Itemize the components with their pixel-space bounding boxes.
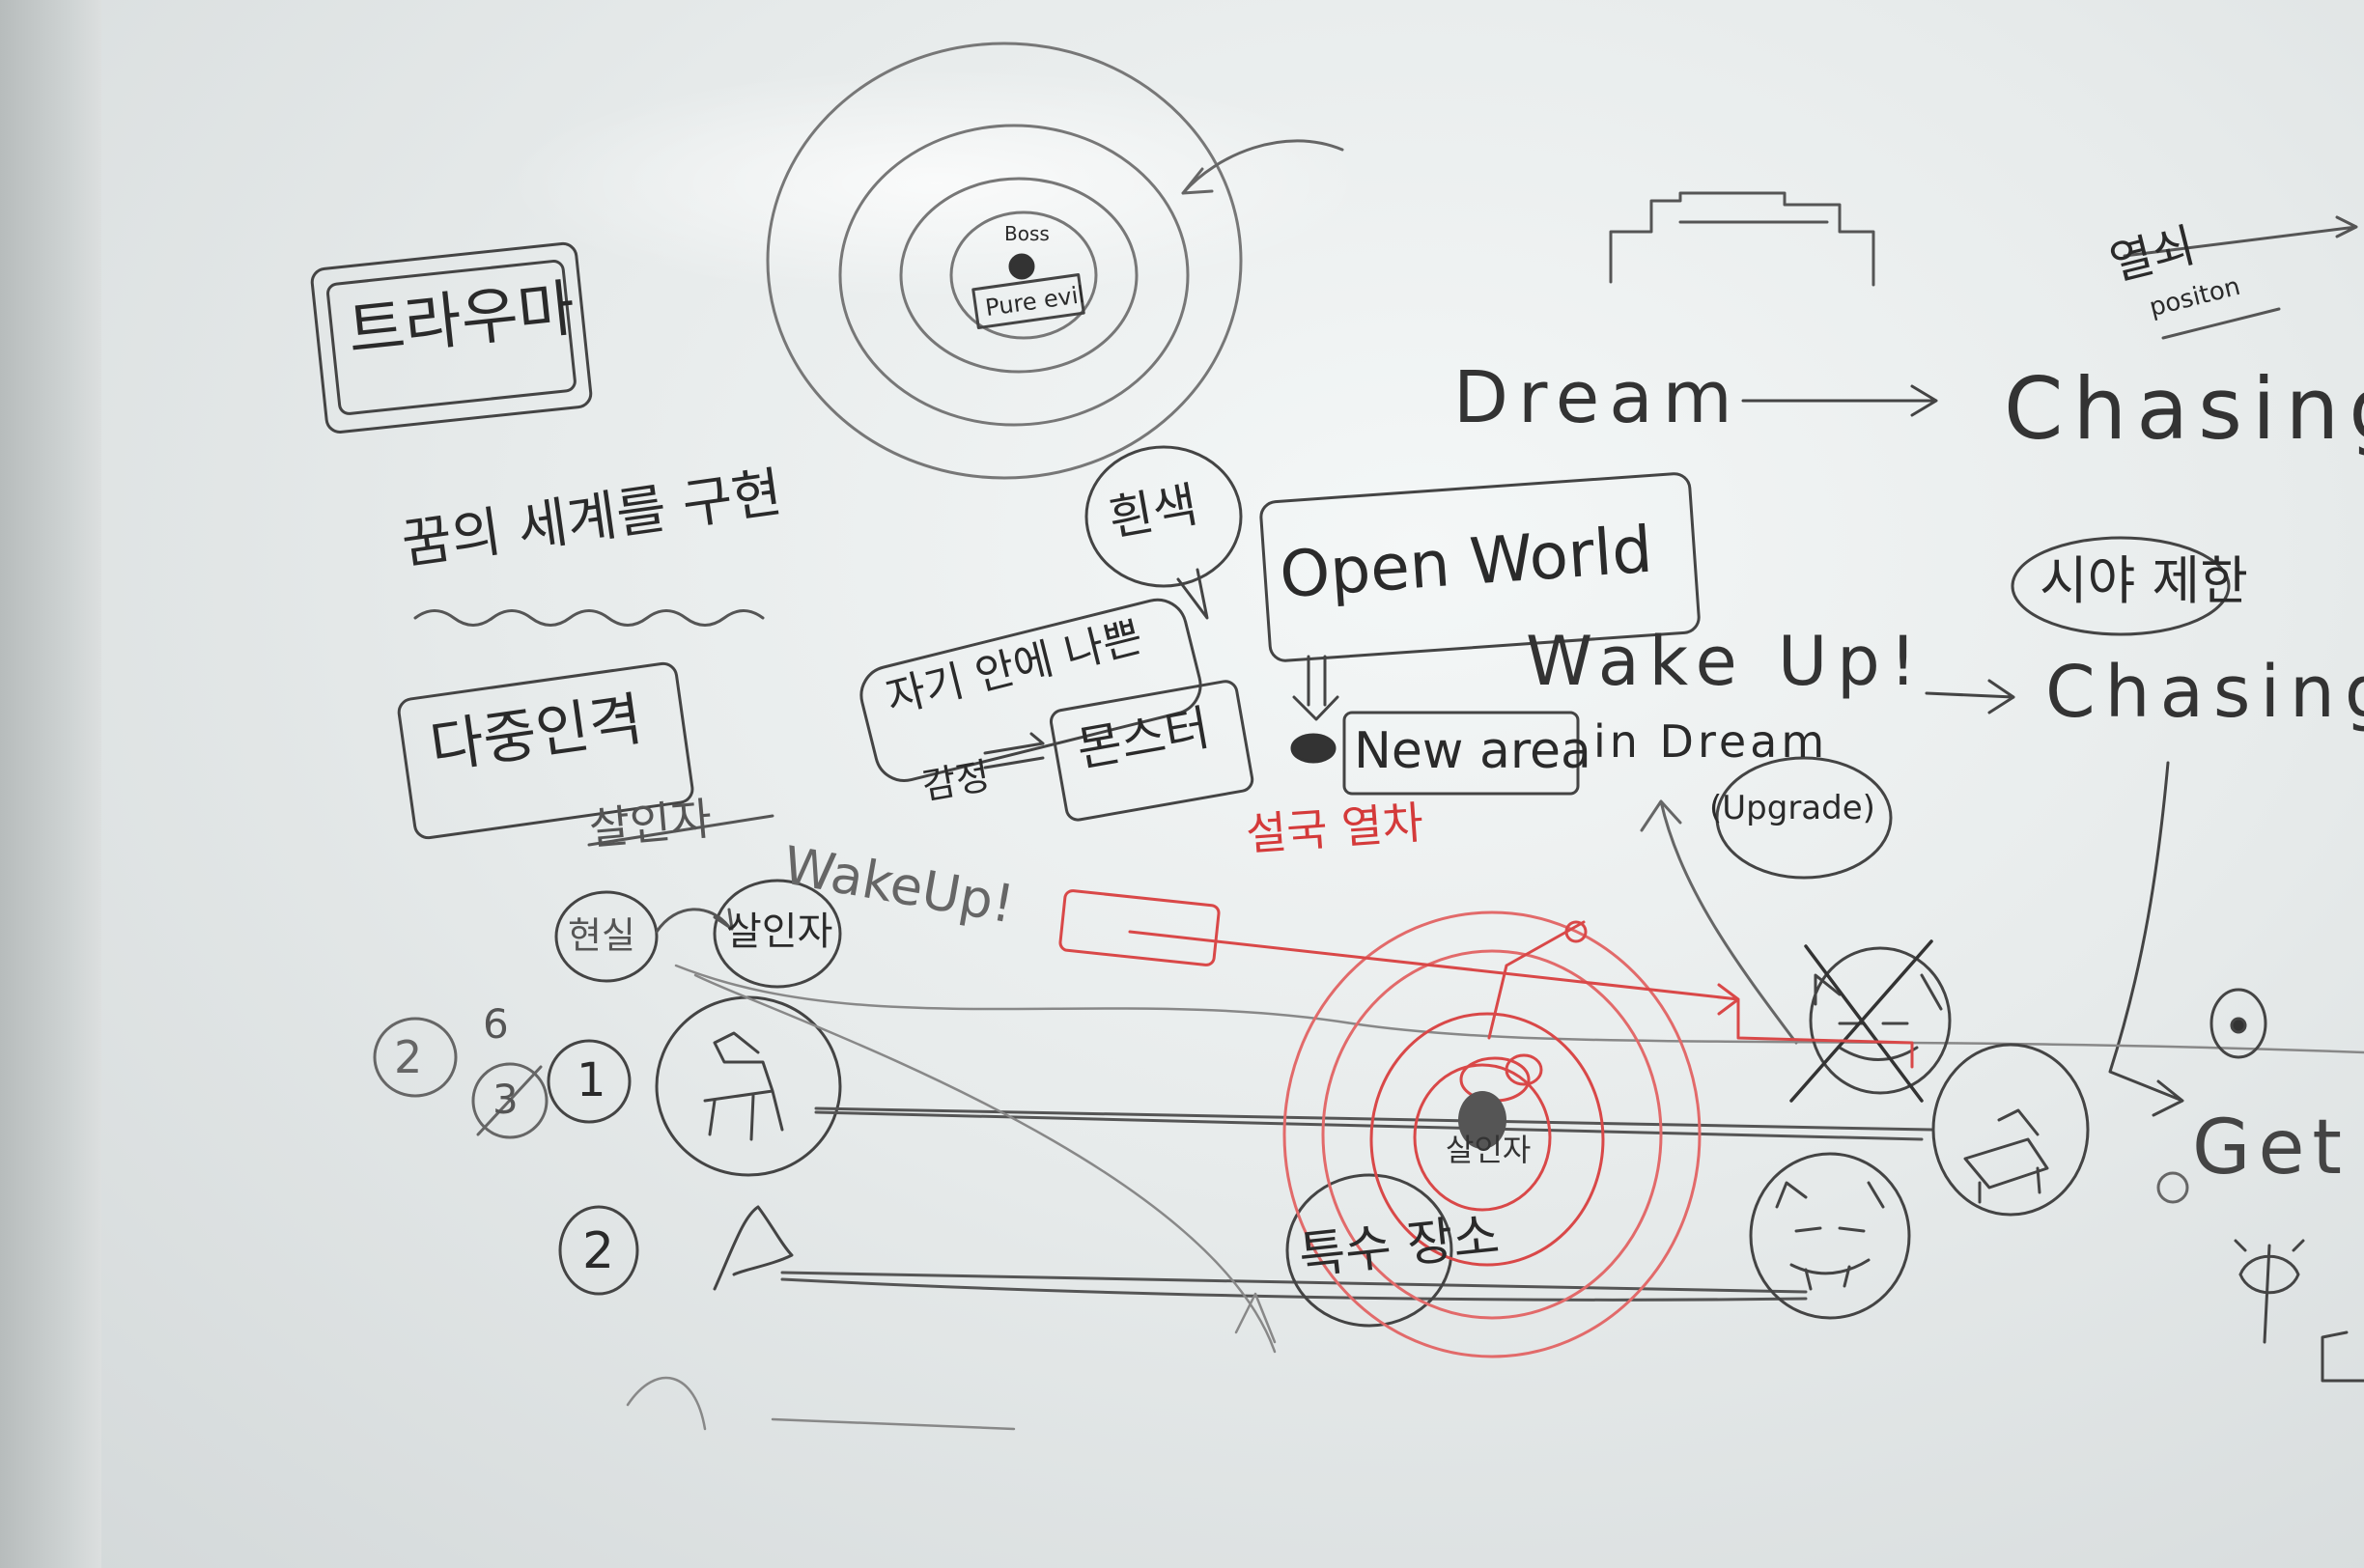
white-bubble bbox=[1084, 445, 1243, 588]
in-dream-label: in Dream bbox=[1593, 715, 1829, 768]
stairs-icon bbox=[1609, 191, 1875, 287]
upgrade-bubble bbox=[1715, 756, 1893, 880]
monster-face-crossed-circle bbox=[1809, 946, 1952, 1095]
tree-icon bbox=[713, 1205, 794, 1291]
wavy-underline bbox=[413, 609, 765, 627]
boss-ring-outer bbox=[766, 42, 1243, 480]
boss-ring-2 bbox=[838, 124, 1190, 427]
red-arrow bbox=[1128, 930, 1914, 1069]
upgrade-label: (Upgrade) bbox=[1709, 789, 1875, 827]
monster-face-crossed bbox=[1814, 973, 1943, 1061]
swoop-line-1 bbox=[674, 964, 2364, 1054]
desk-icon bbox=[703, 1031, 784, 1141]
cross-out bbox=[1789, 939, 1933, 1103]
pure-evil-box bbox=[971, 273, 1085, 329]
num-2-circle bbox=[558, 1205, 639, 1296]
red-target-4 bbox=[1413, 1063, 1552, 1212]
view-limit-bubble bbox=[2011, 536, 2231, 636]
potion-arrow bbox=[2123, 215, 2358, 258]
chasing-mid-label: Chasing bbox=[2045, 651, 2364, 734]
view-limit-label: 시야 제한 bbox=[2040, 550, 2248, 611]
red-target-2 bbox=[1321, 949, 1663, 1320]
monster-box bbox=[1049, 680, 1254, 822]
get-bubble-top bbox=[2209, 988, 2267, 1059]
num-6-label: 6 bbox=[483, 1000, 509, 1048]
white-label: 흰색 bbox=[1104, 476, 1202, 547]
center-murderer-label: 살인자 bbox=[1446, 1132, 1532, 1168]
monster-face-circle bbox=[1749, 1152, 1911, 1320]
open-world-box bbox=[1259, 472, 1701, 662]
monster-face bbox=[1775, 1181, 1885, 1291]
wakeup-arrow bbox=[1925, 679, 2015, 714]
boss-ring-4 bbox=[949, 210, 1098, 340]
murderer-bubble bbox=[713, 879, 842, 989]
equals-arrow bbox=[983, 732, 1045, 770]
num-1-circle bbox=[547, 1039, 632, 1124]
num-2-label: 2 bbox=[582, 1222, 615, 1280]
num-1-label: 1 bbox=[577, 1053, 606, 1107]
red-note-label: 설국 열차 bbox=[1244, 796, 1425, 861]
down-arrow bbox=[1292, 655, 1339, 721]
new-area-label: New area bbox=[1354, 722, 1591, 780]
bottom-scribble bbox=[626, 1376, 1016, 1431]
arrow-to-boss bbox=[1181, 139, 1344, 195]
dream-label: Dream bbox=[1453, 356, 1742, 439]
red-box bbox=[1058, 889, 1221, 966]
num-2b-label: 2 bbox=[394, 1031, 423, 1083]
reality-label: 현실 bbox=[568, 914, 635, 957]
reality-bubble bbox=[554, 890, 659, 983]
boss-dot bbox=[1008, 253, 1035, 280]
emotion-label: 감정 bbox=[918, 754, 994, 808]
swoop-line-2 bbox=[693, 973, 1277, 1354]
new-area-box bbox=[1342, 711, 1580, 796]
red-target-outer bbox=[1282, 910, 1702, 1358]
get-label: Get bbox=[2192, 1105, 2350, 1191]
wall-edge bbox=[0, 0, 101, 1568]
murderer-strike bbox=[587, 814, 774, 847]
desk-icon-right bbox=[1963, 1108, 2049, 1204]
multiple-personality-box bbox=[397, 661, 694, 840]
special-place-bubble bbox=[1285, 1173, 1453, 1328]
bad-self-box bbox=[859, 598, 1202, 782]
chasing-to-get-arrow bbox=[2108, 761, 2184, 1117]
trauma-box bbox=[310, 241, 593, 434]
upgrade-arrow bbox=[1640, 799, 1798, 1045]
murderer-struck-label: 살인자 bbox=[586, 792, 715, 855]
dream-arrow bbox=[1741, 384, 1938, 417]
wake-up-label: Wake Up! bbox=[1526, 622, 1927, 701]
num-2b-circle bbox=[373, 1017, 458, 1098]
num-3-label: 3 bbox=[492, 1076, 519, 1123]
stick-figure bbox=[2234, 1239, 2305, 1344]
num-3-circle bbox=[471, 1062, 549, 1139]
red-target-3 bbox=[1369, 1012, 1605, 1267]
chasing-top-label: Chasing bbox=[2004, 359, 2364, 459]
murderer-label: 살인자 bbox=[726, 910, 833, 954]
boss-ring-3 bbox=[899, 177, 1139, 374]
wakeup-left-arrow bbox=[655, 908, 734, 934]
desk-circle-right bbox=[1931, 1043, 2090, 1217]
boss-label: Boss bbox=[1004, 222, 1050, 245]
